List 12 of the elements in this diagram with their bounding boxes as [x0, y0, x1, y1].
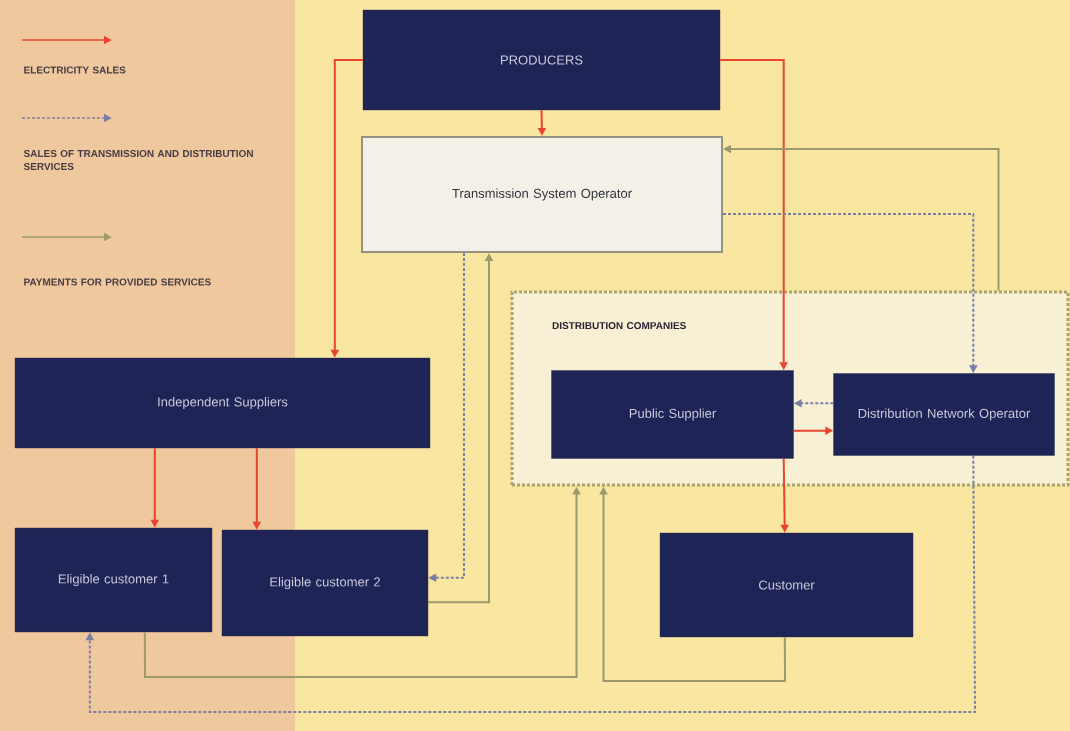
legend-label: ELECTRICITY SALES [24, 66, 126, 74]
process-box: Public Supplier [551, 370, 794, 459]
process-box: Distribution Network Operator [833, 373, 1055, 456]
process-box: Independent Suppliers [14, 357, 431, 449]
connector-arrow [85, 454, 976, 713]
process-box: Customer [659, 532, 914, 638]
process-box: Eligible customer 2 [221, 529, 429, 637]
process-box: Eligible customer 1 [14, 527, 213, 633]
process-box: Transmission System Operator [361, 136, 723, 253]
legend-label: SALES OF TRANSMISSION AND DISTRIBUTION SERVICES [23, 149, 253, 171]
process-box: PRODUCERS [362, 9, 721, 111]
legend-label: PAYMENTS FOR PROVIDED SERVICES [24, 278, 211, 286]
